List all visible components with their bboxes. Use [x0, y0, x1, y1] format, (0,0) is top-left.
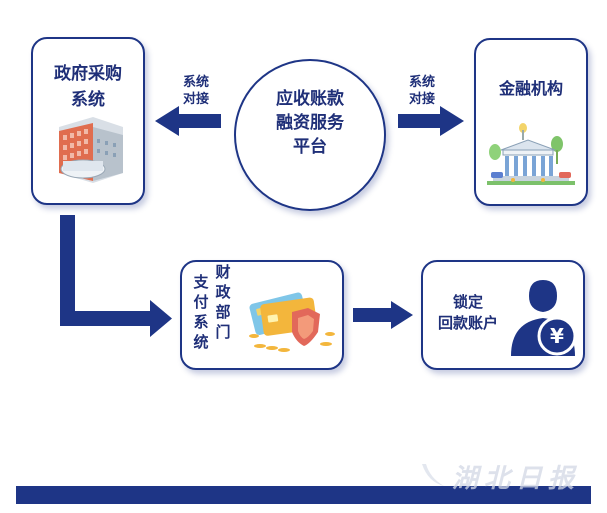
gov-title-line1: 政府采购 [54, 64, 122, 84]
left-arrow-icon [155, 106, 221, 136]
left-connector-line1: 系统 [182, 75, 209, 90]
right-arrow-icon [398, 106, 464, 136]
platform-title: 应收账款 融资服务 平台 [234, 87, 386, 159]
payment-col2: 财 政 部 门 [213, 262, 233, 342]
platform-title-line2: 融资服务 [276, 113, 344, 133]
platform-circle [234, 59, 386, 211]
payment-col1-char4: 统 [193, 333, 209, 351]
payment-col1-char3: 系 [193, 313, 209, 331]
watermark-text: 湖北日报 [452, 464, 581, 494]
payment-col2-char3: 部 [215, 303, 231, 321]
middle-arrow-icon [353, 301, 413, 329]
payment-col1: 支 付 系 统 [191, 272, 211, 352]
watermark-logo-icon [422, 464, 444, 486]
gov-procurement-title: 政府采购 系统 [33, 61, 143, 113]
platform-title-line3: 平台 [293, 137, 327, 157]
platform-title-line1: 应收账款 [276, 89, 344, 109]
payment-col2-char4: 门 [215, 323, 231, 341]
gov-procurement-box: 政府采购 系统 [31, 37, 145, 205]
left-connector-label: 系统 对接 [171, 74, 221, 108]
payment-col1-char2: 付 [193, 293, 209, 311]
payment-col1-char1: 支 [193, 273, 209, 291]
bank-icon [487, 123, 575, 185]
financial-institution-box: 金融机构 [474, 38, 588, 206]
financial-institution-title: 金融机构 [498, 79, 563, 98]
right-connector-line2: 对接 [408, 92, 435, 107]
payment-col2-char2: 政 [215, 283, 231, 301]
right-connector-label: 系统 对接 [397, 74, 447, 108]
gov-title-line2: 系统 [71, 90, 105, 110]
l-arrow-icon [60, 215, 172, 337]
svg-text:¥: ¥ [550, 324, 564, 348]
lock-account-box: 锁定 回款账户 ¥ [421, 260, 585, 370]
building-icon [59, 117, 123, 183]
person-money-icon: ¥ [511, 280, 577, 356]
footer-bar [16, 486, 591, 504]
left-connector-line2: 对接 [182, 92, 209, 107]
lock-account-title: 锁定 回款账户 [429, 292, 507, 334]
right-connector-line1: 系统 [408, 75, 435, 90]
payment-col2-char1: 财 [215, 263, 231, 281]
lock-account-line2: 回款账户 [437, 314, 498, 332]
lock-account-line1: 锁定 [452, 293, 483, 311]
payment-finance-box: 支 付 系 统 财 政 部 门 [180, 260, 344, 370]
bank-cards-icon [249, 292, 335, 352]
